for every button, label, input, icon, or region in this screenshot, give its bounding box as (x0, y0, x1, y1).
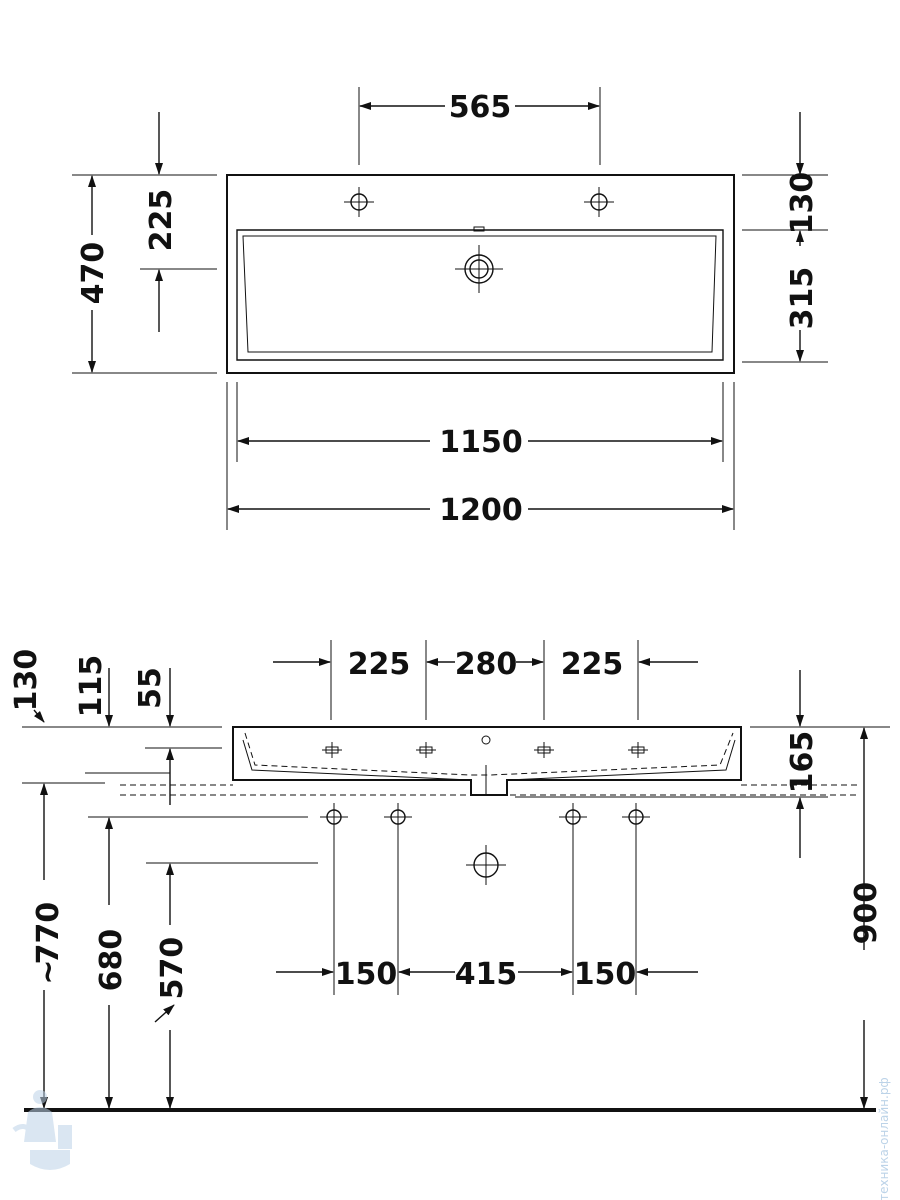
dim-drain-offset: 225 (144, 189, 179, 252)
dim-side-280: 280 (455, 647, 518, 682)
dim-side-680: 680 (94, 929, 129, 992)
dim-bottom-150-right: 150 (574, 957, 637, 992)
dim-hole-spacing: 565 (449, 90, 512, 125)
dim-rim-back: 130 (785, 172, 820, 235)
dim-outer-width: 1200 (439, 493, 523, 528)
fitting-3 (559, 803, 587, 995)
dim-side-770-approx: ~ (31, 959, 66, 984)
side-view: 225 280 225 130 115 55 165 900 770 ~ (9, 640, 890, 1112)
basin-profile-side (232, 726, 742, 796)
top-view: 565 470 225 130 315 1150 1200 (72, 87, 828, 530)
dim-side-770: 770 (31, 902, 66, 965)
dim-bowl-depth: 315 (785, 267, 820, 330)
fitting-4 (622, 803, 650, 995)
dim-side-115: 115 (74, 655, 109, 718)
bowl-inner-top (236, 229, 724, 361)
dim-bottom-150-left: 150 (335, 957, 398, 992)
dim-side-225-left: 225 (348, 647, 411, 682)
faucet-hole-left (344, 187, 374, 217)
dim-bottom-415: 415 (455, 957, 518, 992)
dim-side-225-right: 225 (561, 647, 624, 682)
bowl-inner-edge (242, 235, 717, 353)
dim-side-55: 55 (133, 667, 168, 709)
dim-side-570: 570 (155, 937, 190, 1000)
dim-inner-width: 1150 (439, 425, 523, 460)
fitting-2 (384, 803, 412, 995)
dim-side-165: 165 (785, 731, 820, 794)
basin-outline-top (226, 174, 735, 374)
faucet-hole-right (584, 187, 614, 217)
fitting-1 (320, 803, 348, 995)
drain-top (455, 245, 503, 293)
dim-height-900: 900 (849, 882, 884, 945)
watermark-logo (12, 1090, 72, 1170)
dim-depth-total: 470 (76, 242, 111, 305)
dim-side-130: 130 (9, 649, 44, 712)
watermark-text: сантехника-онлайн.рф (877, 1077, 891, 1200)
bowl-hidden-line (244, 732, 734, 776)
drain-outlet-side (466, 845, 506, 885)
hole-marks-side (322, 742, 648, 758)
